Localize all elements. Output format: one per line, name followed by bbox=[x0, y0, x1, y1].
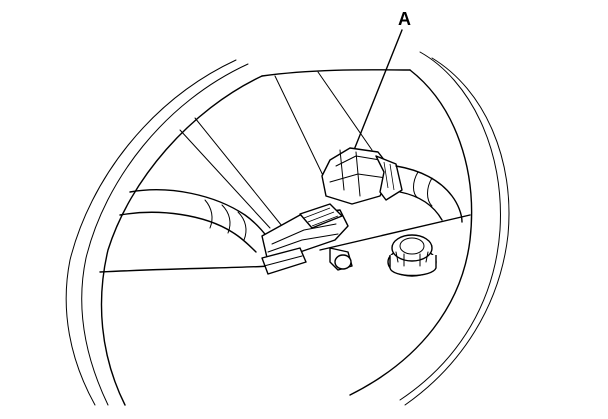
wire-harness-left bbox=[119, 189, 269, 253]
callout-leader bbox=[353, 29, 403, 151]
inner-panel bbox=[99, 69, 471, 273]
housing-outline bbox=[65, 51, 510, 406]
connector-a bbox=[321, 147, 403, 205]
lower-connector bbox=[261, 203, 353, 275]
callout-label-a: A bbox=[398, 9, 411, 29]
floor-cap bbox=[387, 234, 437, 277]
wire-harness-right bbox=[395, 165, 463, 223]
